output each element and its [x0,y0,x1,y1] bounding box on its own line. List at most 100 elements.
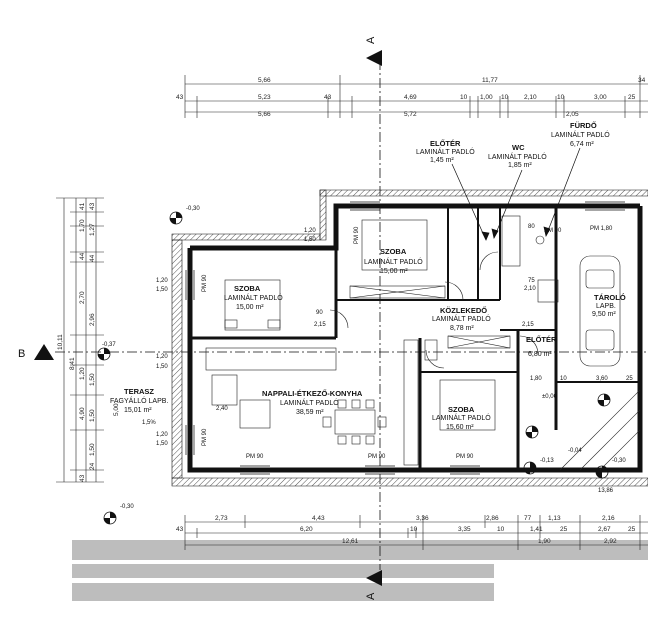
room-name: ELŐTÉR [430,139,461,148]
dim-top-r2-5: 1,00 [480,94,493,101]
room-name: TERASZ [124,387,154,396]
dim-bot-r1-3: 2,86 [486,515,499,522]
window-tag-8: PM 1,80 [590,226,613,232]
dim-left-small-0: 41 [79,202,86,210]
dim-bot-r3-0: 12,61 [342,538,359,545]
dim-left-in-6: 1,50 [89,373,96,386]
room-name: WC [512,143,525,152]
dim-left-in-7: 4,90 [79,407,86,420]
room-label-nappali: NAPPALI-ÉTKEZŐ-KONYHA LAMINÁLT PADLÓ 38,… [262,389,363,416]
level-3: -0,30 [120,504,134,510]
furniture [205,215,641,471]
dim-left-small-3: 5,00 [113,403,120,416]
room-label-tarolo: TÁROLÓ LAPB. 9,50 m² [592,293,626,318]
dim-bot-r2-3: 3,35 [458,526,471,533]
dim-top-r3-0: 5,66 [258,111,271,118]
window-tag-4: PM 90 [202,274,208,292]
dim-left-outer-1: 10,11 [57,334,64,350]
paving-strip-3 [72,583,494,601]
room-area: 15,60 m² [446,424,474,431]
level-6: -0,30 [612,458,626,464]
misc-18: 1,80 [530,376,542,382]
dim-left-outer-2: 8,41 [69,357,76,370]
room-label-eloter2: ELŐTÉR 6,80 m² [526,335,557,358]
room-area: 15,00 m² [380,268,408,275]
room-floor: LAMINÁLT PADLÓ [488,152,547,161]
room-floor: LAMINÁLT PADLÓ [432,314,491,323]
misc-1: 1,20 [156,278,168,284]
section-marker-a-bottom: A [365,570,382,600]
dim-bot-r1-5: 1,13 [548,515,561,522]
window-tag-3: PM 90 [456,454,474,460]
dim-top-2: 11,77 [482,77,498,84]
dim-bot-r1-6: 2,16 [602,515,615,522]
dim-top-1: 5,66 [258,77,271,84]
room-area: 6,80 m² [528,351,552,358]
dim-top-r2-1: 5,23 [258,94,271,101]
misc-11: 2,15 [522,322,534,328]
dim-bot-r2-5: 1,41 [530,526,543,533]
misc-2: 1,50 [156,287,168,293]
dim-top-r2-3: 4,69 [404,94,417,101]
level-5: -0,04 [568,448,582,454]
room-area: 38,59 m² [296,409,324,416]
room-label-szoba1: SZOBA LAMINÁLT PADLÓ 15,00 m² [224,284,283,311]
dim-top-r3-1: 5,72 [404,111,417,118]
dim-top-3: 34 [638,77,646,84]
room-floor: LAMINÁLT PADLÓ [551,130,610,139]
level-4: -0,13 [540,458,554,464]
dim-bot-r2-1: 6,20 [300,526,313,533]
room-name: NAPPALI-ÉTKEZŐ-KONYHA [262,389,363,398]
dim-left-in-9: 1,50 [89,443,96,456]
room-label-kozlekedo: KÖZLEKEDŐ LAMINÁLT PADLÓ 8,78 m² [432,306,491,332]
room-area: 15,00 m² [236,304,264,311]
window-tag-6: PM 90 [354,226,360,244]
dim-bot-r2-8: 25 [628,526,636,533]
dim-bot-r2-2: 10 [410,526,418,533]
exterior-walls [171,189,648,487]
misc-12: 90 [316,310,323,316]
window-tag-2: PM 90 [368,454,386,460]
dim-top-r2-10: 25 [628,94,636,101]
room-name: SZOBA [380,247,407,256]
room-floor: LAPB. [596,303,616,310]
window-tag-5: PM 90 [202,428,208,446]
level-1: -0,30 [186,206,200,212]
room-floor: LAMINÁLT PADLÓ [416,147,475,156]
dim-top-r2-8: 10 [557,94,565,101]
dim-bot-r1-1: 4,43 [312,515,325,522]
level-7: ±0,00 [542,394,558,400]
window-tag-7: PM 90 [544,228,562,234]
misc-6: 1,50 [156,441,168,447]
leader-lines [451,147,581,241]
misc-4: 1,50 [156,364,168,370]
dim-left-in-2: 1,27 [89,223,96,236]
level-2: -0,37 [102,342,116,348]
misc-10: 2,15 [314,322,326,328]
room-floor: LAMINÁLT PADLÓ [224,293,283,302]
dim-bot-r3-1: 1,90 [538,538,551,545]
dim-top-r2-2: 43 [324,94,332,101]
misc-8: 1,50 [304,237,316,243]
room-name: SZOBA [448,405,475,414]
dim-top-r2-7: 2,10 [524,94,537,101]
room-name: FÜRDŐ [570,121,597,130]
room-name: SZOBA [234,284,261,293]
dim-left-in-8: 1,50 [89,409,96,422]
dim-top-r3-2: 2,05 [566,111,579,118]
misc-16: 13,86 [598,488,614,494]
room-name: ELŐTÉR [526,335,557,344]
room-area: 1,85 m² [508,162,532,169]
dim-top-r2-6: 10 [501,94,509,101]
room-area: 8,78 m² [450,325,474,332]
room-label-szoba3: SZOBA LAMINÁLT PADLÓ 15,60 m² [432,405,491,431]
section-label-a-top: A [365,36,377,44]
paving-strip-2 [72,564,494,578]
section-marker-a-top: A [365,36,382,66]
dim-top-r2-4: 10 [460,94,468,101]
dim-bot-r1-4: 77 [524,515,532,522]
misc-15: 1,5% [142,420,156,426]
misc-7: 1,20 [304,228,316,234]
misc-5: 1,20 [156,432,168,438]
misc-21: 25 [626,376,633,382]
